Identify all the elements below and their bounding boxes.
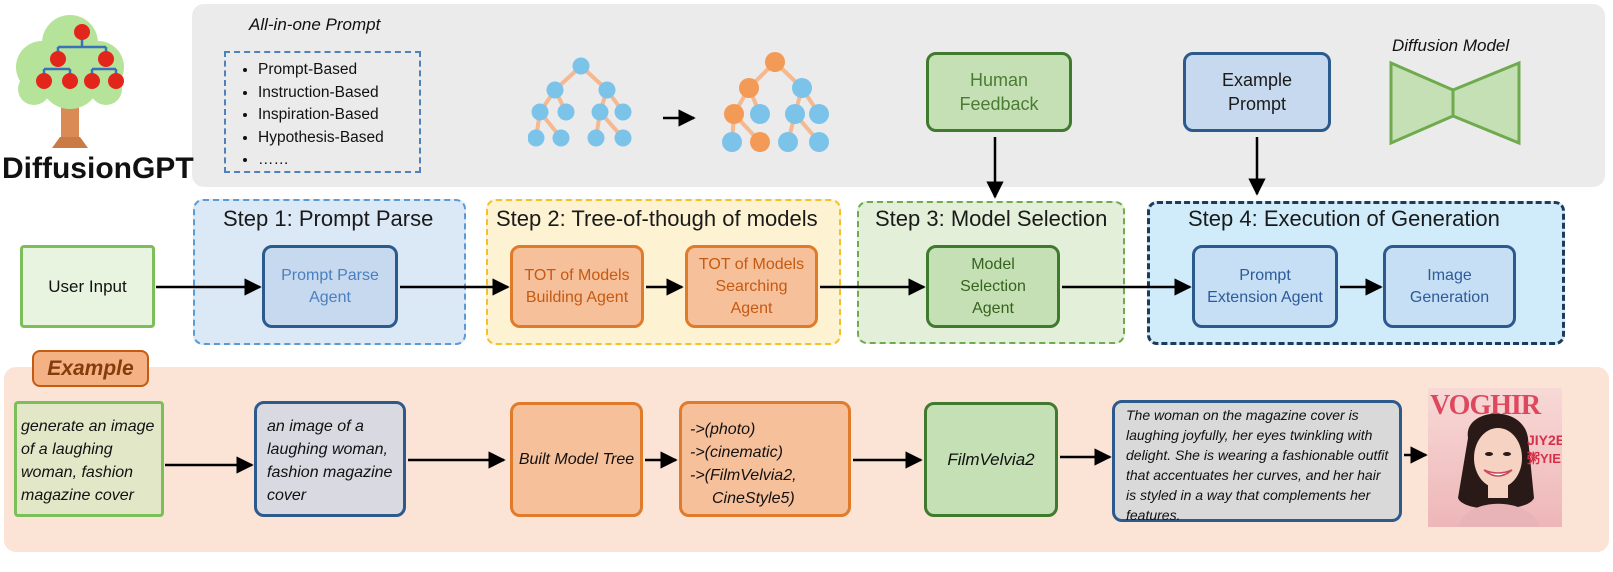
search-path-box: ->(photo) ->(cinematic) ->(FilmVelvia2, … bbox=[679, 401, 851, 517]
top-panel bbox=[192, 4, 1605, 187]
diffusion-model-label: Diffusion Model bbox=[1392, 36, 1510, 55]
woman-portrait-icon bbox=[1428, 388, 1562, 527]
prompt-type-item: Instruction-Based bbox=[258, 82, 419, 105]
magazine-title: VOGHIR bbox=[1430, 390, 1541, 421]
search-path-line: ->(photo) bbox=[690, 421, 756, 438]
model-selection-agent-box: Model Selection Agent bbox=[926, 245, 1060, 328]
searched-tree-icon bbox=[722, 52, 829, 152]
extended-prompt-box: The woman on the magazine cover is laugh… bbox=[1112, 400, 1402, 523]
example-prompt-box: Example Prompt bbox=[1183, 52, 1331, 132]
prompt-types-box: Prompt-Based Instruction-Based Inspirati… bbox=[224, 51, 421, 173]
example-label: Example bbox=[32, 350, 149, 387]
step2-title: Step 2: Tree-of-though of models bbox=[496, 206, 818, 231]
magazine-cover-line: 粥YIE bbox=[1527, 451, 1561, 466]
model-tree-icon bbox=[528, 57, 632, 147]
example-input-box: generate an image of a laughing woman, f… bbox=[14, 401, 164, 517]
prompt-type-item: Prompt-Based bbox=[258, 59, 419, 82]
tot-searching-agent-box: TOT of Models Searching Agent bbox=[685, 245, 818, 328]
example-parsed-box: an image of a laughing woman, fashion ma… bbox=[254, 401, 406, 517]
all-in-one-title: All-in-one Prompt bbox=[249, 15, 381, 34]
magazine-cover-image: VOGHIR JIY2E 粥YIE bbox=[1428, 388, 1562, 527]
tot-building-agent-box: TOT of Models Building Agent bbox=[510, 245, 644, 328]
brand-title: DiffusionGPT bbox=[2, 152, 194, 185]
image-generation-box: Image Generation bbox=[1383, 245, 1516, 328]
step1-title: Step 1: Prompt Parse bbox=[223, 206, 434, 231]
magazine-cover-line: JIY2E bbox=[1527, 432, 1562, 448]
search-path-line: ->(FilmVelvia2, bbox=[690, 467, 797, 484]
selected-model-box: FilmVelvia2 bbox=[924, 402, 1058, 517]
search-path-line: CineStyle5) bbox=[712, 490, 795, 507]
user-input-box: User Input bbox=[20, 245, 155, 328]
diffusion-model-icon bbox=[1389, 60, 1521, 146]
search-path-line: ->(cinematic) bbox=[690, 444, 783, 461]
prompt-type-item: Inspiration-Based bbox=[258, 104, 419, 127]
step4-title: Step 4: Execution of Generation bbox=[1188, 206, 1500, 231]
step3-title: Step 3: Model Selection bbox=[875, 206, 1108, 231]
prompt-type-item: Hypothesis-Based bbox=[258, 127, 419, 150]
prompt-extension-agent-box: Prompt Extension Agent bbox=[1192, 245, 1338, 328]
human-feedback-box: Human Feedback bbox=[926, 52, 1072, 132]
prompt-type-item: …… bbox=[258, 149, 419, 172]
built-model-tree-box: Built Model Tree bbox=[510, 402, 643, 517]
tree-logo-icon bbox=[16, 15, 124, 148]
prompt-parse-agent-box: Prompt Parse Agent bbox=[262, 245, 398, 328]
prompt-types-list: Prompt-Based Instruction-Based Inspirati… bbox=[226, 53, 419, 172]
